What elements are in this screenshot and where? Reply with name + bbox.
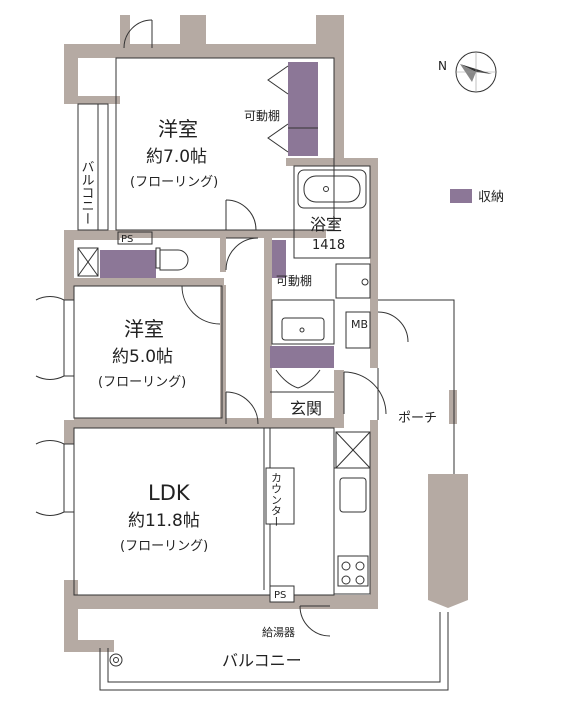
counter-label: カウンター [270, 472, 283, 527]
western7-size: 約7.0帖 [146, 147, 207, 167]
bathroom [293, 165, 371, 259]
mb-box [345, 311, 371, 349]
counter [265, 467, 295, 525]
compass-north-label: N [438, 59, 447, 73]
legend-storage-swatch [450, 189, 472, 203]
movable-shelf-label-mid: 可動棚 [276, 273, 312, 288]
water-heater-label: 給湯器 [262, 625, 295, 639]
balcony-bottom-label: バルコニー [222, 651, 302, 670]
closet-doors-7 [267, 65, 318, 153]
ldk-name: LDK [148, 481, 191, 505]
outer-walls [64, 15, 468, 652]
western5-name: 洋室 [124, 317, 164, 341]
western5-size: 約5.0帖 [112, 347, 173, 367]
movable-shelf-label-top: 可動棚 [244, 108, 280, 123]
kitchen [333, 431, 371, 595]
balcony-left-label: バルコニー [79, 160, 95, 225]
legend-storage-label: 収納 [478, 190, 504, 205]
washroom [271, 263, 371, 345]
balcony-bottom [99, 612, 449, 691]
ldk-size: 約11.8帖 [128, 511, 200, 531]
ps-bottom-label: PS [274, 590, 286, 601]
doors [35, 19, 409, 637]
storage-areas [100, 62, 334, 368]
ps-bottom-box [269, 585, 295, 603]
bath-name: 浴室 [310, 215, 342, 234]
western7-name: 洋室 [158, 117, 198, 141]
mb-label: MB [351, 318, 368, 331]
porch-label: ポーチ [398, 411, 437, 426]
ldk-floor: (フローリング) [120, 539, 208, 554]
compass-icon [455, 51, 497, 93]
western5-floor: (フローリング) [98, 375, 186, 390]
entrance-label: 玄関 [290, 399, 322, 418]
bath-size: 1418 [312, 238, 345, 253]
balcony-left [77, 103, 109, 231]
toilet [77, 231, 189, 277]
inner-walls [74, 230, 344, 428]
entrance-closet [270, 369, 334, 393]
western7-floor: (フローリング) [130, 175, 218, 190]
porch [377, 299, 455, 474]
ps-top-label: PS [121, 234, 133, 245]
